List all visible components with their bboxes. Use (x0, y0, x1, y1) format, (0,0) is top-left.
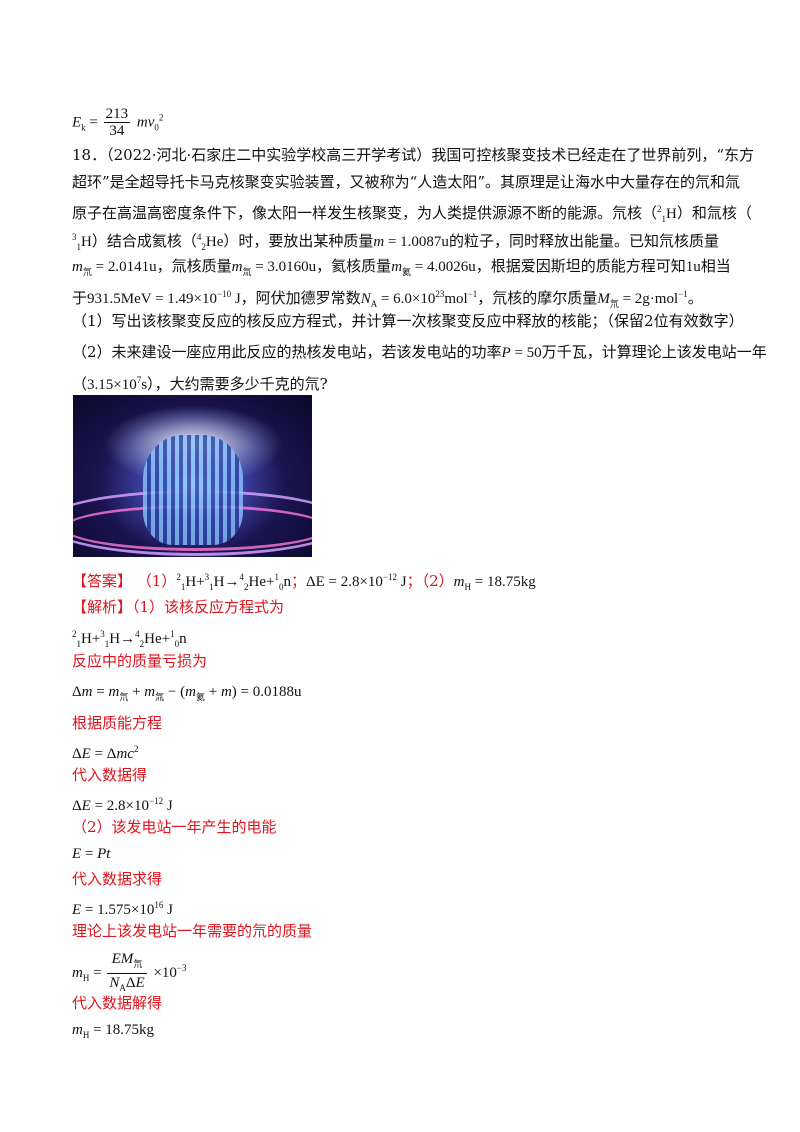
question-part-2: （2）未来建设一座应用此反应的热核发电站，若该发电站的功率P = 50万千瓦，计… (72, 343, 767, 361)
analysis-step-8: 代入数据解得 (72, 994, 163, 1012)
analysis-label: 【解析】（1）该核反应方程式为 (72, 598, 285, 616)
analysis-step-3: 根据质能方程 (72, 714, 163, 732)
equation-energy-result: ΔE = 2.8×10−12 J (72, 796, 173, 814)
question-line-6: 于931.5MeV = 1.49×10−10 J，阿伏加德罗常数NA = 6.0… (72, 289, 703, 310)
equation-power: E = Pt (72, 846, 111, 862)
question-line-4: 31H）结合成氦核（42He）时，要放出某种质量m = 1.0087u的粒子，同… (72, 232, 719, 252)
answer-line: 【答案】 （1）21H+31H→42He+10n；ΔE = 2.8×10−12 … (72, 572, 536, 592)
tokamak-photo (73, 395, 312, 557)
equation-electric-energy: E = 1.575×1016 J (72, 900, 173, 918)
question-line-1: 18．（2022·河北·石家庄二中实验学校高三开学考试）我国可控核聚变技术已经走… (72, 146, 754, 164)
analysis-step-5: （2）该发电站一年产生的电能 (72, 818, 277, 836)
question-line-2: 超环”是全超导托卡马克核聚变实验装置，又被称为“人造太阳”。其原理是让海水中大量… (72, 173, 741, 191)
question-line-3: 原子在高温高密度条件下，像太阳一样发生核聚变，为人类提供源源不断的能源。氘核（2… (72, 204, 752, 224)
equation-final-result: mH = 18.75kg (72, 1022, 155, 1040)
analysis-step-7: 理论上该发电站一年需要的氘的质量 (72, 922, 313, 940)
analysis-step-6: 代入数据求得 (72, 870, 163, 888)
analysis-step-4: 代入数据得 (72, 766, 148, 784)
question-part-2-cont: （3.15×107s），大约需要多少千克的氘? (72, 375, 328, 393)
equation-mass-defect: Δm = m氘 + m氚 − (m氦 + m) = 0.0188u (72, 684, 302, 703)
question-part-1: （1）写出该核聚变反应的核反应方程式，并计算一次核聚变反应中释放的核能；（保留2… (72, 312, 744, 330)
equation-reaction: 21H+31H→42He+10n (72, 629, 187, 649)
analysis-step-2: 反应中的质量亏损为 (72, 652, 208, 670)
question-line-5: m氘 = 2.0141u，氚核质量m氚 = 3.0160u，氦核质量m氦 = 4… (72, 257, 731, 278)
equation-mass-energy: ΔE = Δmc2 (72, 744, 139, 762)
